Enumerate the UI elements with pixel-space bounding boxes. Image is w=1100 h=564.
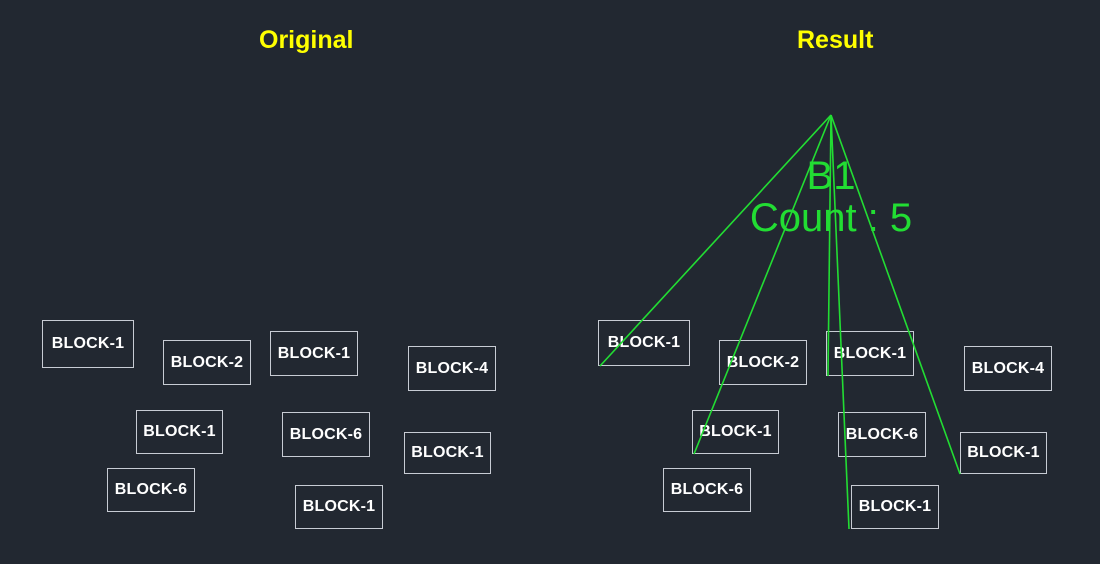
block-label: BLOCK-1: [967, 444, 1040, 461]
block-label: BLOCK-2: [726, 353, 800, 371]
block-label: BLOCK-4: [415, 359, 489, 377]
block-box[interactable]: BLOCK-1: [826, 331, 914, 376]
block-label: BLOCK-6: [845, 425, 919, 443]
block-label: BLOCK-1: [607, 334, 681, 351]
block-box[interactable]: BLOCK-6: [107, 468, 195, 512]
block-box[interactable]: BLOCK-1: [692, 410, 779, 454]
panel-title-result: Result: [797, 26, 874, 54]
block-label: BLOCK-6: [289, 425, 363, 443]
block-label: BLOCK-1: [143, 423, 216, 440]
detection-annotation: B1 Count : 5: [281, 155, 1100, 239]
block-box[interactable]: BLOCK-1: [136, 410, 223, 454]
annotation-count: Count : 5: [749, 196, 913, 240]
block-box[interactable]: BLOCK-6: [838, 412, 926, 457]
panel-title-original: Original: [259, 26, 354, 54]
block-box[interactable]: BLOCK-1: [598, 320, 690, 366]
block-label: BLOCK-1: [277, 344, 351, 362]
block-label: BLOCK-1: [833, 344, 907, 362]
block-box[interactable]: BLOCK-6: [282, 412, 370, 457]
block-box[interactable]: BLOCK-2: [163, 340, 251, 385]
block-label: BLOCK-1: [302, 498, 376, 515]
block-box[interactable]: BLOCK-1: [960, 432, 1047, 474]
block-label: BLOCK-4: [971, 359, 1045, 377]
block-label: BLOCK-6: [114, 481, 188, 498]
block-label: BLOCK-1: [858, 498, 932, 515]
block-box[interactable]: BLOCK-1: [270, 331, 358, 376]
block-box[interactable]: BLOCK-1: [851, 485, 939, 529]
block-box[interactable]: BLOCK-4: [964, 346, 1052, 391]
block-box[interactable]: BLOCK-1: [404, 432, 491, 474]
block-box[interactable]: BLOCK-4: [408, 346, 496, 391]
block-label: BLOCK-6: [670, 481, 744, 498]
block-label: BLOCK-1: [51, 335, 125, 352]
annotation-block-name: B1: [806, 154, 856, 198]
block-label: BLOCK-1: [411, 444, 484, 461]
block-label: BLOCK-2: [170, 353, 244, 371]
block-box[interactable]: BLOCK-1: [295, 485, 383, 529]
block-label: BLOCK-1: [699, 423, 772, 440]
block-box[interactable]: BLOCK-1: [42, 320, 134, 368]
block-box[interactable]: BLOCK-6: [663, 468, 751, 512]
block-box[interactable]: BLOCK-2: [719, 340, 807, 385]
